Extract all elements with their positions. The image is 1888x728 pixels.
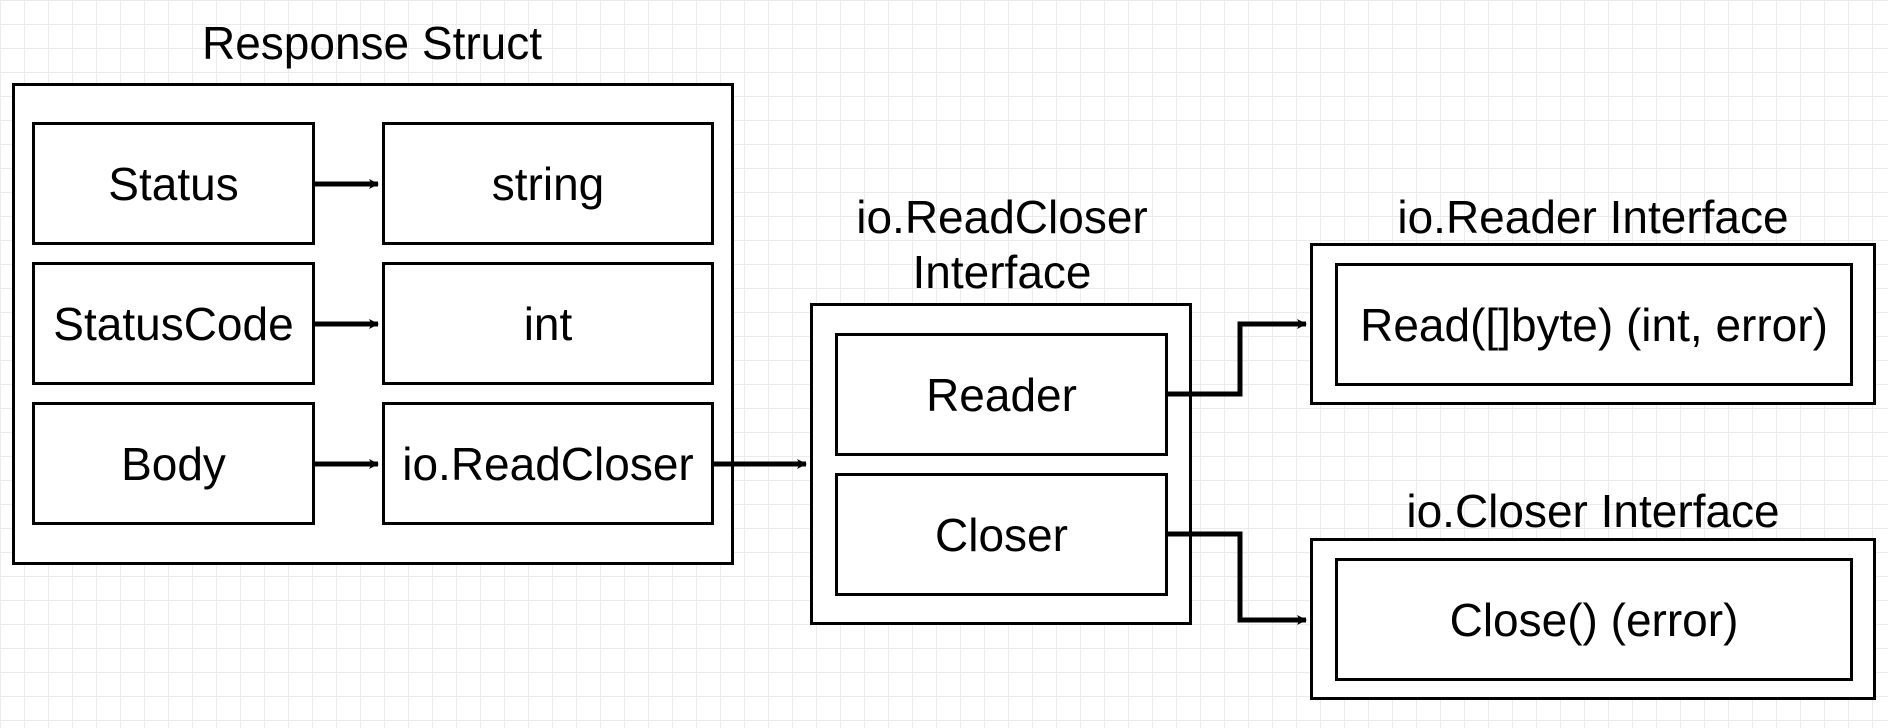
arrow-reader-to-reader-interface	[1168, 319, 1307, 397]
field-name-body: Body	[32, 402, 315, 525]
field-type-readcloser: io.ReadCloser	[382, 402, 714, 525]
read-method: Read([]byte) (int, error)	[1335, 263, 1853, 386]
close-method: Close() (error)	[1335, 558, 1853, 681]
arrow-closer-to-closer-interface	[1168, 531, 1307, 625]
member-reader: Reader	[835, 333, 1168, 456]
readcloser-title-line1: io.ReadCloser	[856, 191, 1148, 243]
readcloser-title-line2: Interface	[912, 246, 1092, 298]
field-type-string: string	[382, 122, 714, 245]
field-type-int: int	[382, 262, 714, 385]
field-name-statuscode: StatusCode	[32, 262, 315, 385]
reader-interface-title: io.Reader Interface	[1397, 191, 1789, 243]
field-name-status: Status	[32, 122, 315, 245]
response-struct-title: Response Struct	[201, 17, 543, 69]
readcloser-title: io.ReadCloser Interface	[800, 190, 1204, 300]
member-closer: Closer	[835, 473, 1168, 596]
closer-interface-title: io.Closer Interface	[1406, 485, 1780, 537]
